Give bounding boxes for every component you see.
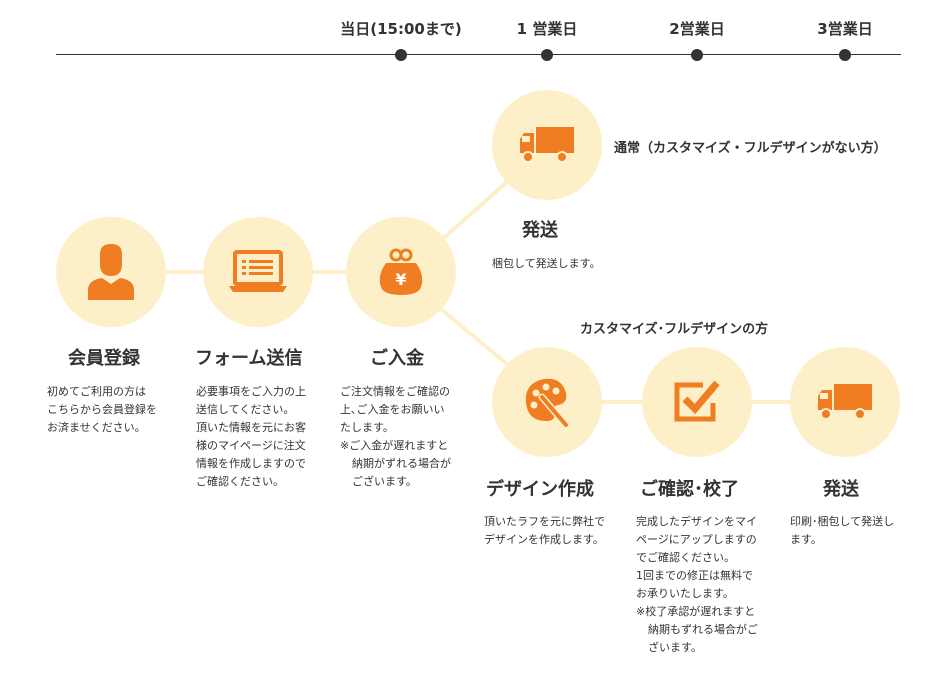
note-line: ※ご入金が遅れますと — [340, 439, 449, 452]
desc-line: ご確認ください。 — [196, 475, 284, 488]
truck-icon — [818, 384, 872, 420]
desc-line: 完成したデザインをマイ — [636, 515, 757, 528]
ship-normal-step-circle — [492, 90, 602, 200]
palette-brush-icon — [525, 378, 570, 429]
desc-line: こちらから会員登録を — [47, 403, 157, 416]
desc-line: ページにアップしますの — [636, 533, 757, 546]
note-line: ざいます。 — [648, 641, 702, 654]
ship-normal-step-title: 発送 — [522, 220, 558, 241]
note-line: ※校了承認が遅れますと — [636, 605, 756, 618]
desc-line: 頂いたラフを元に弊社で — [484, 515, 605, 528]
proof-step-circle — [642, 347, 752, 457]
register-step-title: 会員登録 — [68, 348, 140, 369]
person-icon — [88, 244, 134, 300]
desc-line: お承りいたします。 — [636, 587, 734, 600]
desc-line: 頂いた情報を元にお客 — [196, 421, 306, 434]
proof-step-desc: 完成したデザインをマイ ページにアップしますの でご確認ください。 1回までの修… — [636, 513, 776, 657]
form-step-title: フォーム送信 — [195, 348, 303, 369]
timeline-axis — [56, 54, 901, 55]
proof-step-title: ご確認･校了 — [640, 479, 739, 500]
desc-line: お済ませください。 — [47, 421, 146, 434]
timeline-dot-day-2 — [691, 49, 703, 61]
desc-line: ご注文情報をご確認の — [340, 385, 450, 398]
ship-custom-step-circle — [790, 347, 900, 457]
svg-text:¥: ¥ — [395, 270, 406, 289]
note-line: ございます。 — [352, 475, 417, 488]
payment-step-circle: ¥ — [346, 217, 456, 327]
payment-step-desc: ご注文情報をご確認の 上､ご入金をお願いい たします。 ※ご入金が遅れますと 納… — [340, 383, 480, 491]
form-step-circle — [203, 217, 313, 327]
payment-step-title: ご入金 — [370, 348, 424, 369]
coin-purse-icon: ¥ — [379, 248, 423, 295]
timeline-dot-same-day — [395, 49, 407, 61]
register-step-circle — [56, 217, 166, 327]
design-step-desc: 頂いたラフを元に弊社で デザインを作成します。 — [484, 513, 624, 549]
timeline-label-day-2: 2営業日 — [669, 20, 725, 38]
ship-custom-step-desc: 印刷･梱包して発送し ます。 — [790, 513, 930, 549]
desc-line: 1回までの修正は無料で — [636, 569, 753, 582]
timeline-label-same-day: 当日(15:00まで) — [340, 20, 462, 38]
desc-line: 送信してください。 — [196, 403, 295, 416]
form-step-desc: 必要事項をご入力の上 送信してください。 頂いた情報を元にお客 様のマイページに… — [196, 383, 336, 491]
timeline-dot-day-1 — [541, 49, 553, 61]
desc-line: 上､ご入金をお願いい — [340, 403, 445, 416]
route-label-normal: 通常（カスタマイズ・フルデザインがない方） — [614, 141, 887, 156]
truck-icon — [520, 127, 574, 163]
desc-line: 印刷･梱包して発送し — [790, 515, 895, 528]
desc-line: 様のマイページに注文 — [196, 439, 306, 452]
timeline-label-day-3: 3営業日 — [817, 20, 873, 38]
route-label-custom: カスタマイズ･フルデザインの方 — [580, 322, 769, 337]
timeline-label-day-1: 1 営業日 — [516, 20, 578, 38]
timeline-dot-day-3 — [839, 49, 851, 61]
laptop-form-icon — [229, 250, 287, 292]
ship-normal-step-desc: 梱包して発送します。 — [492, 255, 642, 273]
desc-line: 必要事項をご入力の上 — [196, 385, 306, 398]
ship-custom-step-title: 発送 — [823, 479, 859, 500]
register-step-desc: 初めてご利用の方は こちらから会員登録を お済ませください。 — [47, 383, 187, 437]
desc-line: 梱包して発送します。 — [492, 257, 601, 270]
desc-line: デザインを作成します。 — [484, 533, 604, 546]
design-step-title: デザイン作成 — [486, 479, 594, 500]
desc-line: たします。 — [340, 421, 394, 434]
note-line: 納期もずれる場合がご — [648, 623, 758, 636]
desc-line: 初めてご利用の方は — [47, 385, 146, 398]
design-step-circle — [492, 347, 602, 457]
desc-line: でご確認ください。 — [636, 551, 735, 564]
desc-line: ます。 — [790, 533, 822, 546]
desc-line: 情報を作成しますので — [196, 457, 306, 470]
checkbox-icon — [674, 380, 720, 422]
note-line: 納期がずれる場合が — [352, 457, 451, 470]
